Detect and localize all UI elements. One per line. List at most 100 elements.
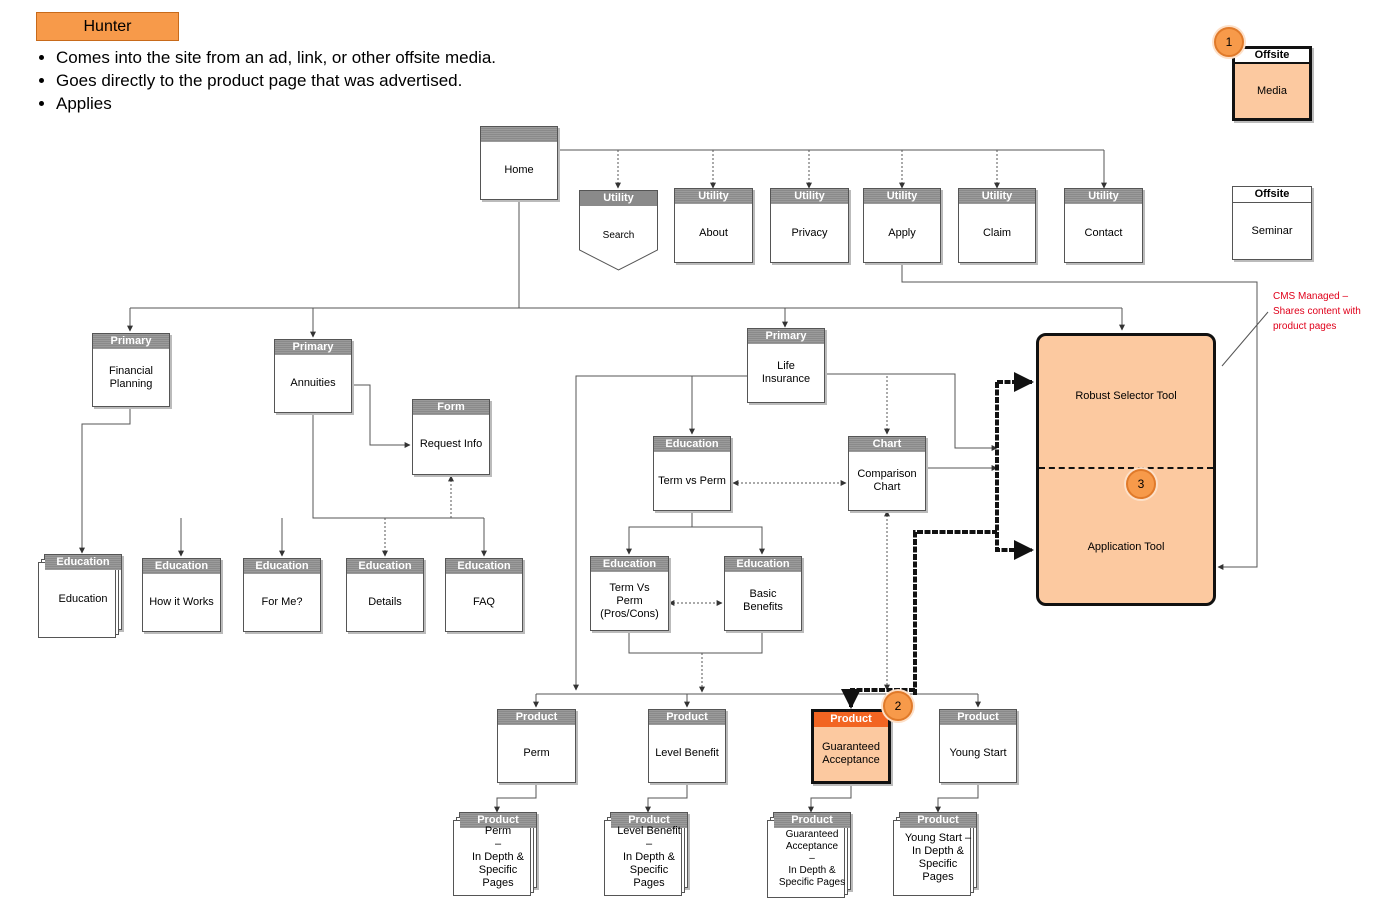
node-label: Young Start	[949, 747, 1007, 759]
node-type: Education	[244, 559, 320, 574]
financial-planning-node: Primary Financial Planning	[92, 333, 170, 407]
bullet-item: Comes into the site from an ad, link, or…	[56, 46, 496, 69]
tool-divider	[1039, 467, 1213, 469]
node-label: Media	[1257, 85, 1287, 97]
persona-bullets: Comes into the site from an ad, link, or…	[32, 46, 496, 115]
offsite-media-node: Offsite Media	[1232, 46, 1312, 121]
node-type: Utility	[675, 189, 752, 204]
node-type: Utility	[1065, 189, 1142, 204]
young-start-product-node: Product Young Start	[939, 709, 1017, 783]
node-type: Product	[940, 710, 1016, 725]
node-type: Product	[649, 710, 725, 725]
node-type: Utility	[603, 192, 634, 204]
node-type: Offsite	[1235, 49, 1309, 64]
step-badge-2: 2	[883, 691, 913, 721]
node-label: Level Benefit – In Depth & Specific Page…	[617, 825, 681, 889]
application-tool-label: Application Tool	[1087, 541, 1165, 553]
node-label: Financial Planning	[108, 364, 154, 390]
node-type: Education	[446, 559, 522, 574]
node-type: Offsite	[1233, 187, 1311, 203]
education-stack-node: Education Education	[38, 554, 122, 638]
for-me-node: Education For Me?	[243, 558, 321, 632]
life-insurance-node: Primary Life Insurance	[747, 328, 825, 403]
comparison-chart-node: Chart Comparison Chart	[848, 436, 926, 511]
term-vs-perm-node: Education Term vs Perm	[653, 436, 731, 511]
node-type: Education	[143, 559, 220, 574]
privacy-node: Utility Privacy	[770, 188, 849, 263]
node-type: Education	[725, 557, 801, 572]
node-type: Product	[814, 712, 888, 727]
node-label: Claim	[982, 226, 1012, 239]
perm-product-node: Product Perm	[497, 709, 576, 783]
node-type	[481, 127, 557, 142]
step-badge-1: 1	[1214, 27, 1244, 57]
about-node: Utility About	[674, 188, 753, 263]
node-type: Product	[774, 813, 850, 828]
node-label: Search	[602, 230, 635, 241]
node-type: Education	[347, 559, 423, 574]
node-type: Utility	[959, 189, 1035, 204]
node-label: Young Start – In Depth & Specific Pages	[904, 831, 972, 883]
cms-note: CMS Managed – Shares content with produc…	[1273, 291, 1361, 332]
node-label: Term vs Perm	[658, 474, 726, 487]
search-node: Utility Search	[579, 190, 658, 271]
node-type: Form	[413, 400, 489, 415]
node-label: Perm	[523, 747, 550, 759]
node-label: Details	[368, 596, 402, 608]
node-type: Primary	[93, 334, 169, 349]
details-node: Education Details	[346, 558, 424, 632]
offsite-seminar-node: Offsite Seminar	[1232, 186, 1312, 260]
level-benefit-product-node: Product Level Benefit	[648, 709, 726, 783]
home-node: Home	[480, 126, 558, 200]
node-label: Term Vs Perm (Pros/Cons)	[600, 581, 659, 620]
node-label: For Me?	[261, 596, 303, 608]
apply-node: Utility Apply	[863, 188, 941, 263]
node-label: Life Insurance	[761, 360, 811, 385]
node-type: Primary	[748, 329, 824, 344]
claim-node: Utility Claim	[958, 188, 1036, 263]
node-type: Utility	[864, 189, 940, 204]
node-label: Comparison Chart	[857, 468, 917, 493]
contact-node: Utility Contact	[1064, 188, 1143, 263]
persona-title: Hunter	[36, 12, 179, 41]
node-label: Seminar	[1251, 225, 1293, 237]
node-type: Education	[654, 437, 730, 452]
request-info-node: Form Request Info	[412, 399, 490, 475]
node-label: Privacy	[791, 226, 828, 239]
node-type: Product	[460, 813, 536, 828]
node-type: Product	[498, 710, 575, 725]
node-label: Guaranteed Acceptance – In Depth & Speci…	[778, 828, 846, 888]
node-label: Contact	[1084, 226, 1123, 239]
node-label: Apply	[888, 226, 916, 239]
guaranteed-acceptance-product-node: Product Guaranteed Acceptance	[811, 709, 891, 784]
annuities-node: Primary Annuities	[274, 339, 352, 413]
node-label: Home	[504, 164, 534, 176]
perm-detail-node: Product Perm – In Depth & Specific Pages	[453, 812, 537, 896]
young-start-detail-node: Product Young Start – In Depth & Specifi…	[893, 812, 977, 896]
basic-benefits-node: Education Basic Benefits	[724, 556, 802, 631]
node-label: How it Works	[149, 596, 214, 608]
node-label: Request Info	[419, 438, 483, 450]
bullet-item: Goes directly to the product page that w…	[56, 69, 496, 92]
bullet-item: Applies	[56, 92, 496, 115]
node-type: Utility	[771, 189, 848, 204]
selector-application-tool: Robust Selector Tool Application Tool	[1036, 333, 1216, 606]
node-label: About	[699, 226, 728, 239]
node-label: Basic Benefits	[743, 588, 783, 613]
search-shape	[579, 190, 658, 271]
how-it-works-node: Education How it Works	[142, 558, 221, 632]
node-type: Product	[900, 813, 976, 828]
node-type: Education	[591, 557, 668, 572]
node-label: Perm – In Depth & Specific Pages	[472, 825, 524, 889]
node-type: Education	[45, 555, 121, 570]
node-label: Annuities	[290, 377, 336, 389]
node-label: Guaranteed Acceptance	[821, 741, 881, 766]
node-label: Education	[58, 593, 108, 605]
node-type: Product	[611, 813, 687, 828]
faq-node: Education FAQ	[445, 558, 523, 632]
step-badge-3: 3	[1126, 469, 1156, 499]
node-type: Primary	[275, 340, 351, 355]
node-label: Level Benefit	[655, 747, 719, 759]
guaranteed-acceptance-detail-node: Product Guaranteed Acceptance – In Depth…	[767, 812, 851, 898]
